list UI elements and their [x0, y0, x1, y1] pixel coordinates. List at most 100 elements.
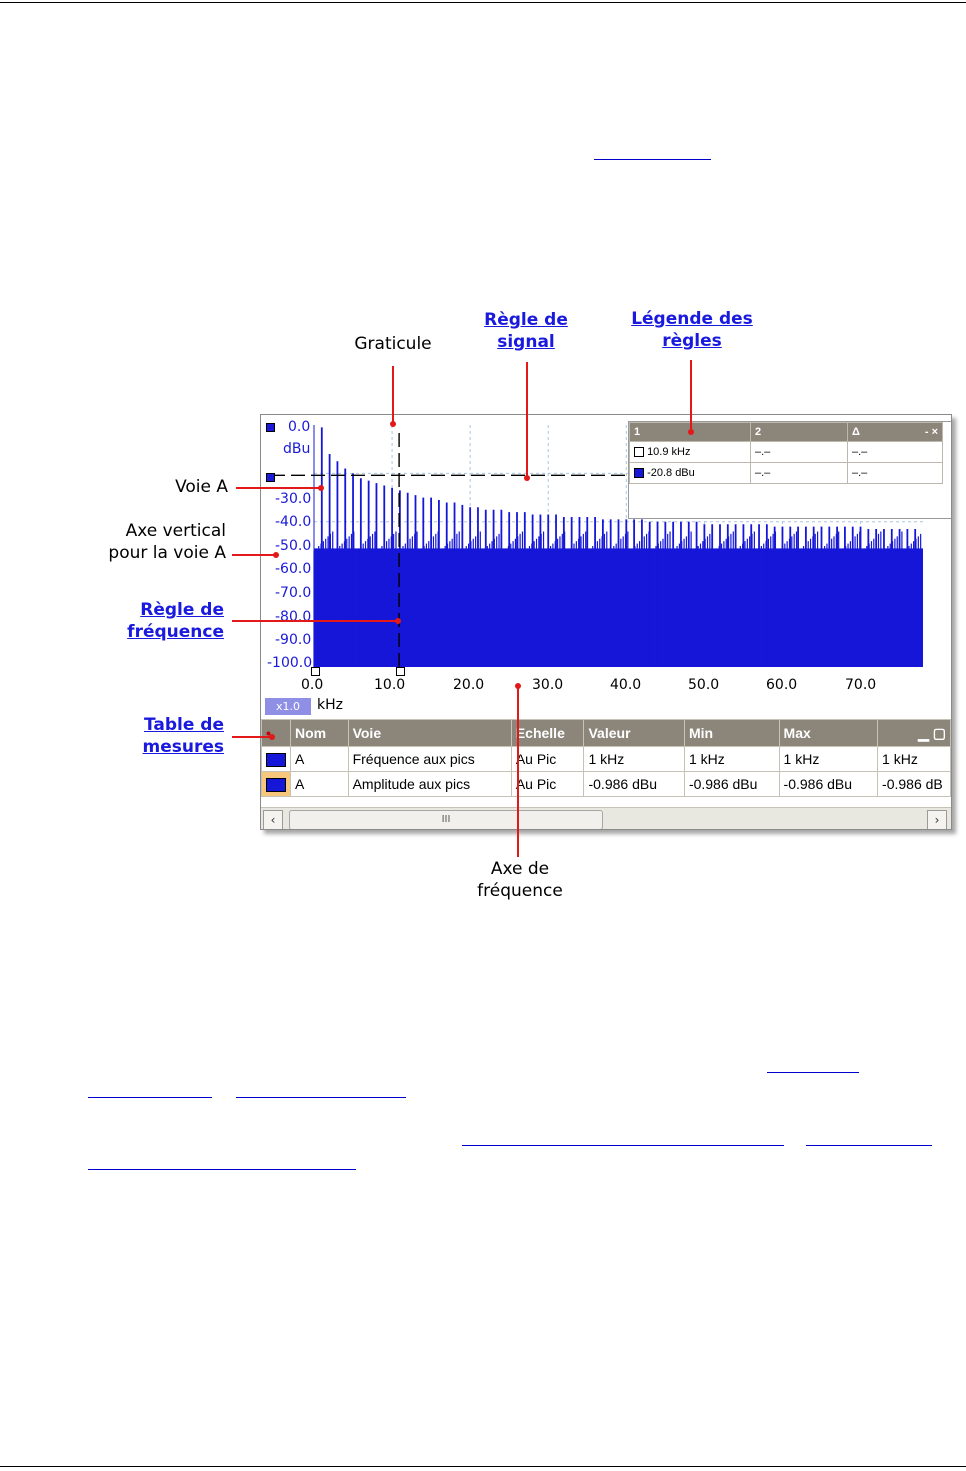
- header-rule: [0, 2, 966, 3]
- spectrum-chart: [271, 425, 923, 669]
- x-tick: 40.0: [610, 677, 642, 693]
- link-stub[interactable]: [806, 1145, 932, 1146]
- scope-window: 0.0 dBu -30.0 -40.0 -50.0 -60.0 -70.0 -8…: [260, 414, 952, 830]
- link-stub[interactable]: [767, 1072, 859, 1073]
- y-unit: dBu: [283, 441, 311, 457]
- signal-ruler-link[interactable]: Règle de signal: [462, 309, 590, 353]
- cell-max: 1 kHz: [778, 746, 879, 772]
- frequency-ruler-origin-handle[interactable]: [311, 667, 320, 676]
- frequency-ruler-line2[interactable]: fréquence: [127, 622, 224, 642]
- vertical-axis-line2: pour la voie A: [108, 543, 226, 563]
- frequency-ruler-link[interactable]: Règle de fréquence: [96, 599, 224, 643]
- legend-header-1: 1: [629, 422, 751, 442]
- link-stub[interactable]: [88, 1097, 212, 1098]
- y-tick: 0.0: [288, 419, 311, 435]
- measurements-table-line2[interactable]: mesures: [142, 737, 225, 757]
- frequency-axis-line1: Axe de: [490, 859, 550, 879]
- vertical-axis-line1: Axe vertical: [125, 521, 226, 541]
- link-stub[interactable]: [594, 159, 711, 160]
- y-tick: -90.0: [275, 632, 312, 648]
- cell-max: -0.986 dBu: [778, 771, 879, 797]
- frequency-ruler-line1[interactable]: Règle de: [140, 600, 224, 620]
- y-tick: -50.0: [275, 538, 312, 554]
- table-header-max[interactable]: Max: [778, 719, 879, 747]
- scroll-right-icon[interactable]: ›: [927, 810, 947, 829]
- frequency-axis-label: Axe de fréquence: [450, 858, 590, 902]
- horizontal-scrollbar[interactable]: ‹ III ›: [261, 807, 951, 829]
- measurements-table-link[interactable]: Table de mesures: [100, 714, 225, 758]
- frequency-ruler-marker-icon: [634, 447, 644, 458]
- cell-extra: -0.986 dB: [877, 771, 951, 797]
- legend-cell: –.–: [750, 462, 848, 484]
- table-row[interactable]: A Amplitude aux pics Au Pic -0.986 dBu -…: [261, 771, 951, 797]
- table-header-valeur[interactable]: Valeur: [583, 719, 685, 747]
- y-tick: -30.0: [275, 491, 312, 507]
- legend-cell: –.–: [750, 441, 848, 463]
- signal-ruler-handle[interactable]: [266, 473, 275, 482]
- link-stub[interactable]: [462, 1145, 784, 1146]
- table-header-voie[interactable]: Voie: [347, 719, 512, 747]
- x-tick: 10.0: [374, 677, 406, 693]
- x-tick: 50.0: [688, 677, 720, 693]
- vertical-axis-label: Axe vertical pour la voie A: [70, 520, 226, 564]
- y-tick: -60.0: [275, 561, 312, 577]
- cell-extra: 1 kHz: [877, 746, 951, 772]
- y-tick: -70.0: [275, 585, 312, 601]
- cell-value: -0.986 dBu: [583, 771, 685, 797]
- row-color-chip: [261, 771, 291, 797]
- table-header-min[interactable]: Min: [683, 719, 780, 747]
- cell-channel: A: [290, 746, 349, 772]
- cell-channel: A: [290, 771, 349, 797]
- row-color-chip: [261, 746, 291, 772]
- table-row[interactable]: A Fréquence aux pics Au Pic 1 kHz 1 kHz …: [261, 746, 951, 772]
- x-tick: 30.0: [532, 677, 564, 693]
- cell-min: 1 kHz: [683, 746, 780, 772]
- table-header-echelle[interactable]: Echelle: [510, 719, 585, 747]
- x-tick: 20.0: [453, 677, 485, 693]
- frequency-ruler-handle[interactable]: [396, 667, 405, 676]
- cell-value: 1 kHz: [583, 746, 685, 772]
- legend-cell: 10.9 kHz: [629, 441, 751, 463]
- y-tick: -80.0: [275, 609, 312, 625]
- scroll-left-icon[interactable]: ‹: [263, 810, 283, 829]
- x-tick: 0.0: [301, 677, 324, 693]
- table-header-nom[interactable]: Nom: [290, 719, 349, 747]
- x-unit: kHz: [317, 697, 343, 713]
- link-stub[interactable]: [236, 1097, 406, 1098]
- graticule-label: Graticule: [354, 334, 432, 354]
- scroll-thumb[interactable]: III: [289, 810, 603, 829]
- channel-color-icon: [266, 778, 286, 793]
- y-tick: -100.0: [267, 655, 313, 671]
- footer-rule: [0, 1466, 966, 1467]
- legend-header-delta: Δ: [852, 426, 860, 438]
- legend-header-2: 2: [750, 422, 848, 442]
- measurements-table-line1[interactable]: Table de: [143, 715, 224, 735]
- channel-a-axis-marker[interactable]: [266, 423, 275, 432]
- link-stub[interactable]: [88, 1169, 356, 1170]
- y-tick: -40.0: [275, 514, 312, 530]
- zoom-badge[interactable]: x1.0: [265, 698, 311, 715]
- cell-scale: Au Pic: [510, 746, 585, 772]
- legend-cell: -20.8 dBu: [629, 462, 751, 484]
- cell-scale: Au Pic: [510, 771, 585, 797]
- ruler-legend-panel: 1 2 Δ- × 10.9 kHz –.– –.– -20.8 dBu –.– …: [628, 421, 951, 519]
- channel-color-icon: [266, 753, 286, 768]
- legend-value: 10.9 kHz: [647, 446, 691, 458]
- x-tick: 60.0: [766, 677, 798, 693]
- legend-cell: –.–: [847, 441, 943, 463]
- signal-ruler-line1[interactable]: Règle de: [484, 310, 568, 330]
- cell-name: Fréquence aux pics: [347, 746, 512, 772]
- ruler-legend-line1[interactable]: Légende des: [631, 309, 753, 329]
- cell-min: -0.986 dBu: [683, 771, 780, 797]
- frequency-axis-line2: fréquence: [477, 881, 563, 901]
- ruler-legend-line2[interactable]: règles: [662, 331, 722, 351]
- signal-ruler-line2[interactable]: signal: [497, 332, 555, 352]
- legend-cell: –.–: [847, 462, 943, 484]
- signal-ruler-marker-icon: [634, 468, 644, 479]
- measurements-table: • Nom Voie Echelle Valeur Min Max ▁ ▢ A …: [261, 719, 951, 829]
- x-tick: 70.0: [845, 677, 877, 693]
- table-window-controls[interactable]: ▁ ▢: [877, 719, 951, 747]
- legend-minimize-close-icon[interactable]: - ×: [924, 426, 938, 438]
- ruler-legend-link[interactable]: Légende des règles: [612, 308, 772, 352]
- channel-a-label: Voie A: [175, 477, 228, 497]
